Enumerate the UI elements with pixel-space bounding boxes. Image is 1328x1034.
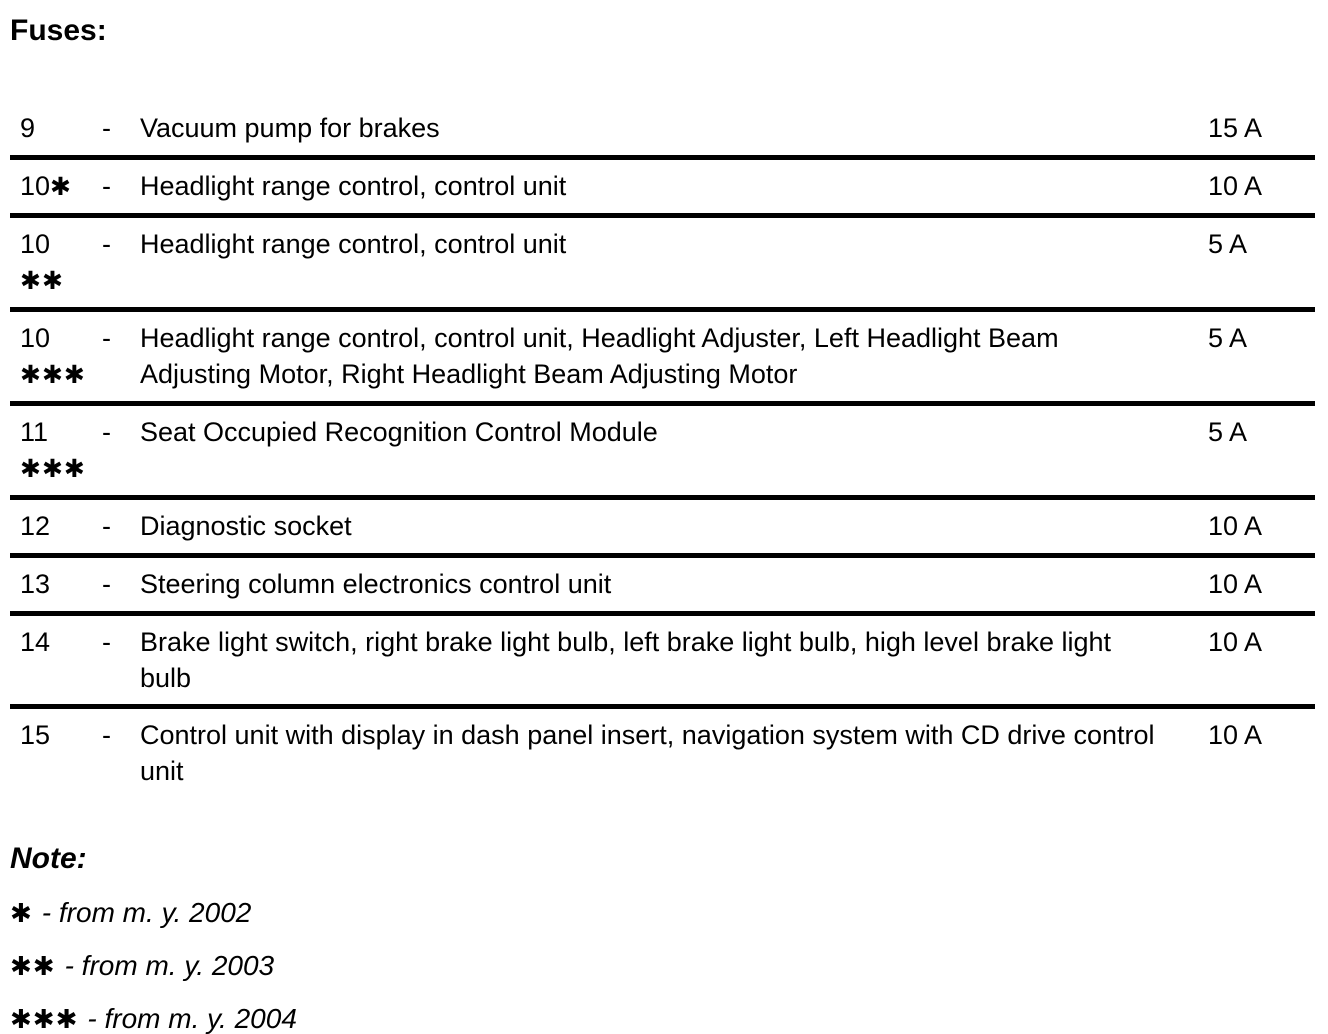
fuse-number-text: 13 [20, 569, 51, 599]
fuse-description: Steering column electronics control unit [140, 569, 612, 599]
dash-separator: - [102, 511, 111, 541]
note-footnote-marker: ✱✱✱ [10, 1005, 79, 1034]
fuse-number-cell: 14 [10, 624, 102, 661]
fuse-number-text: 11 [20, 417, 49, 447]
fuse-amperage: 5 A [1208, 417, 1248, 447]
note-items: ✱ - from m. y. 2002 ✱✱ - from m. y. 2003 ✱… [10, 895, 1315, 1034]
fuse-number-text: 10 [20, 323, 51, 353]
fuse-number: 15 [20, 720, 50, 750]
fuse-description: Vacuum pump for brakes [140, 113, 440, 143]
fuse-footnote-marker-below: ✱✱✱ [20, 454, 86, 483]
fuse-amperage: 10 A [1208, 720, 1263, 750]
fuse-number-text: 10 [20, 229, 51, 259]
dash-separator: - [102, 229, 111, 259]
fuse-number: 12 [20, 511, 50, 541]
fuse-number-cell: 10 ✱✱✱ [10, 320, 102, 393]
dash-separator: - [102, 417, 111, 447]
table-row: 9 - Vacuum pump for brakes 15 A [10, 102, 1315, 160]
fuse-number: 10✱ [20, 171, 72, 201]
note-section: Note: ✱ - from m. y. 2002 ✱✱ - from m. y. … [10, 841, 1315, 1034]
note-title: Note: [10, 842, 87, 875]
fuse-footnote-marker-below: ✱✱✱ [20, 360, 86, 389]
fuse-number: 14 [20, 627, 50, 657]
dash-separator: - [102, 323, 111, 353]
dash-separator: - [102, 720, 111, 750]
fuse-footnote-marker-inline: ✱ [50, 172, 72, 201]
fuse-number-text: 14 [20, 627, 51, 657]
fuse-number-text: 12 [20, 511, 51, 541]
fuse-number: 10 [20, 323, 50, 353]
fuse-number: 10 [20, 229, 50, 259]
fuse-description: Headlight range control, control unit, H… [140, 323, 1059, 389]
note-text: - from m. y. 2004 [87, 1003, 297, 1034]
note-text: - from m. y. 2002 [41, 897, 252, 928]
table-row: 13 - Steering column electronics control… [10, 558, 1315, 616]
fuse-description: Headlight range control, control unit [140, 229, 567, 259]
fuse-number-text: 9 [20, 113, 36, 143]
fuse-description: Seat Occupied Recognition Control Module [140, 417, 658, 447]
fuse-amperage: 10 A [1208, 627, 1263, 657]
fuse-number: 9 [20, 113, 35, 143]
fuse-amperage: 15 A [1208, 113, 1263, 143]
fuse-number: 11 [20, 417, 48, 447]
fuse-description: Headlight range control, control unit [140, 171, 567, 201]
fuse-number-cell: 10✱ [10, 168, 102, 205]
fuse-amperage: 5 A [1208, 323, 1248, 353]
fuse-description: Control unit with display in dash panel … [140, 720, 1155, 786]
dash-separator: - [102, 569, 111, 599]
fuse-number-cell: 15 [10, 717, 102, 754]
table-row: 14 - Brake light switch, right brake lig… [10, 616, 1315, 709]
note-item: ✱✱ - from m. y. 2003 [10, 948, 1315, 985]
table-row: 12 - Diagnostic socket 10 A [10, 500, 1315, 558]
fuse-number-text: 10 [20, 171, 51, 201]
dash-separator: - [102, 113, 111, 143]
note-item: ✱ - from m. y. 2002 [10, 895, 1315, 932]
dash-separator: - [102, 171, 111, 201]
note-footnote-marker: ✱✱ [10, 952, 56, 982]
fuse-footnote-marker-below: ✱✱ [20, 266, 64, 295]
fuse-amperage: 5 A [1208, 229, 1248, 259]
table-row: 10 ✱✱ - Headlight range control, control… [10, 218, 1315, 312]
table-row: 10✱ - Headlight range control, control u… [10, 160, 1315, 218]
table-row: 10 ✱✱✱ - Headlight range control, contro… [10, 312, 1315, 406]
fuse-table: 9 - Vacuum pump for brakes 15 A 10✱ - He… [10, 102, 1315, 797]
fuse-amperage: 10 A [1208, 511, 1263, 541]
fuse-number-cell: 11 ✱✱✱ [10, 414, 102, 487]
note-text: - from m. y. 2003 [64, 950, 275, 981]
fuse-description: Diagnostic socket [140, 511, 352, 541]
table-row: 15 - Control unit with display in dash p… [10, 709, 1315, 797]
table-row: 11 ✱✱✱ - Seat Occupied Recognition Contr… [10, 406, 1315, 500]
fuse-description: Brake light switch, right brake light bu… [140, 627, 1112, 693]
dash-separator: - [102, 627, 111, 657]
note-item: ✱✱✱ - from m. y. 2004 [10, 1001, 1315, 1034]
fuse-amperage: 10 A [1208, 171, 1263, 201]
fuse-number-cell: 9 [10, 110, 102, 147]
fuse-number-cell: 13 [10, 566, 102, 603]
note-footnote-marker: ✱ [10, 899, 33, 929]
fuse-number-cell: 12 [10, 508, 102, 545]
fuse-number-text: 15 [20, 720, 51, 750]
fuse-number-cell: 10 ✱✱ [10, 226, 102, 299]
page-title: Fuses: [10, 14, 107, 47]
fuse-number: 13 [20, 569, 50, 599]
fuse-amperage: 10 A [1208, 569, 1263, 599]
